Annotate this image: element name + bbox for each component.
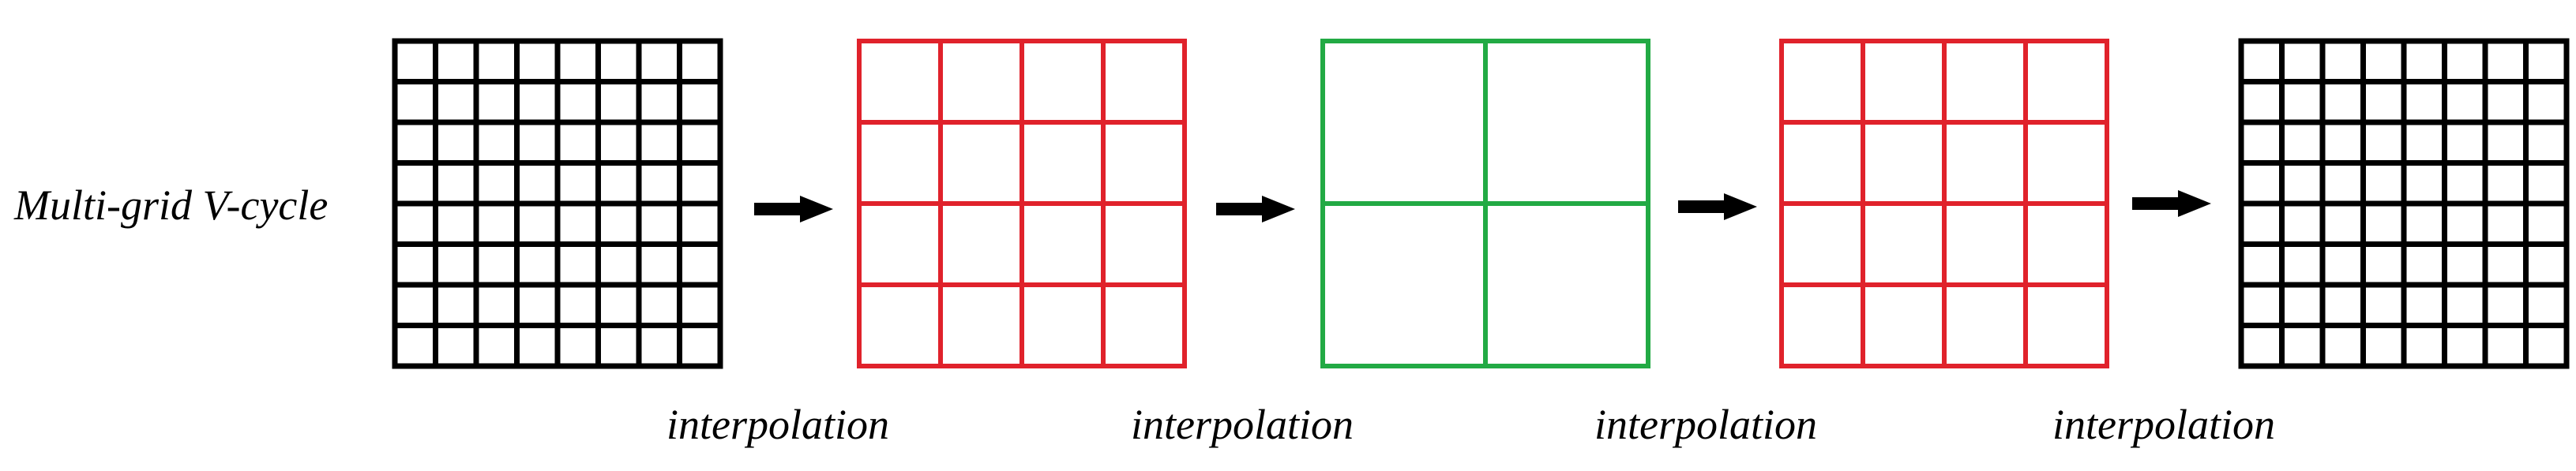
diagram-title: Multi-grid V-cycle xyxy=(13,181,328,229)
grid-2 xyxy=(857,39,1187,368)
grid-4 xyxy=(1779,39,2109,368)
transition-label: interpolation xyxy=(1594,401,1817,448)
transition-label: interpolation xyxy=(667,401,889,448)
labels-layer: interpolation interpolation interpolation i… xyxy=(667,401,2275,448)
grid-5 xyxy=(2238,38,2570,369)
transition-label: interpolation xyxy=(2052,401,2275,448)
arrow-right-icon xyxy=(754,196,833,222)
arrow-right-icon xyxy=(1216,196,1295,222)
grid-1 xyxy=(392,38,723,369)
transition-label: interpolation xyxy=(1131,401,1354,448)
arrows-layer xyxy=(754,190,2211,222)
grid-3 xyxy=(1320,39,1650,368)
arrow-right-icon xyxy=(1678,193,1757,220)
arrow-right-icon xyxy=(2132,190,2211,217)
grids-layer xyxy=(392,38,2570,369)
